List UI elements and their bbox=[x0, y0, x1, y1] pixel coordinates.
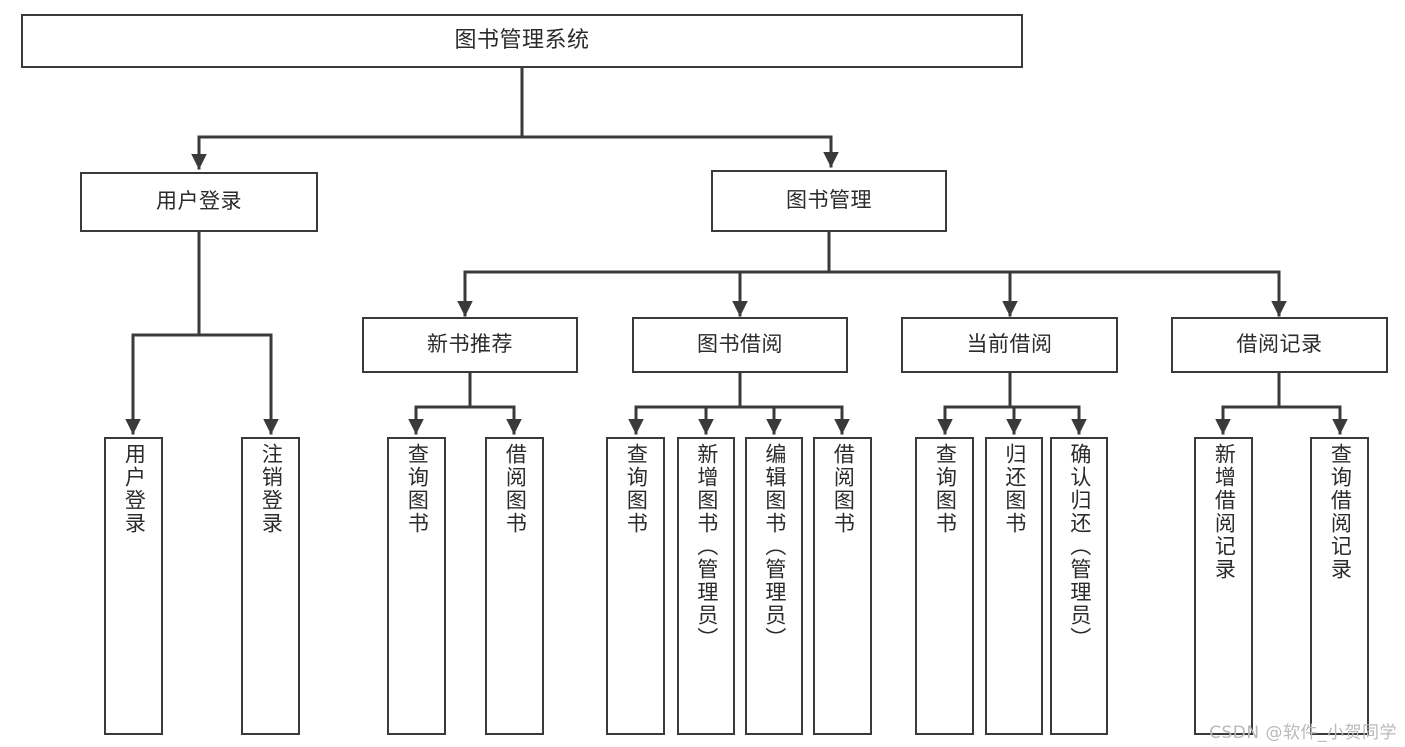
node-label: 图书借阅 bbox=[697, 332, 783, 357]
node-label: 图书管理系统 bbox=[454, 27, 590, 53]
node-leaf-currentborrow-return-book[interactable]: 归还图书 bbox=[985, 437, 1043, 735]
node-leaf-borrowrecord-query-record[interactable]: 查询借阅记录 bbox=[1310, 437, 1369, 735]
node-label: 图书管理 bbox=[786, 188, 872, 213]
node-label: 确认归还（管理员） bbox=[1067, 443, 1092, 650]
node-current-borrow[interactable]: 当前借阅 bbox=[901, 317, 1118, 373]
node-label: 当前借阅 bbox=[966, 332, 1053, 357]
node-label: 用户登录 bbox=[156, 189, 242, 214]
node-label: 查询图书 bbox=[933, 443, 958, 535]
node-leaf-user-login-logout[interactable]: 注销登录 bbox=[241, 437, 300, 735]
node-leaf-currentborrow-query-book[interactable]: 查询图书 bbox=[915, 437, 974, 735]
node-leaf-bookborrow-add-book-admin[interactable]: 新增图书（管理员） bbox=[677, 437, 735, 735]
node-root-book-management-system[interactable]: 图书管理系统 bbox=[21, 14, 1023, 68]
node-book-borrow[interactable]: 图书借阅 bbox=[632, 317, 848, 373]
node-label: 借阅记录 bbox=[1236, 332, 1323, 357]
node-new-book-recommend[interactable]: 新书推荐 bbox=[362, 317, 578, 373]
node-label: 用户登录 bbox=[122, 443, 147, 535]
node-label: 编辑图书（管理员） bbox=[762, 443, 787, 650]
node-leaf-bookborrow-borrow-book[interactable]: 借阅图书 bbox=[813, 437, 872, 735]
node-borrow-record[interactable]: 借阅记录 bbox=[1171, 317, 1388, 373]
node-label: 归还图书 bbox=[1002, 443, 1027, 535]
node-leaf-currentborrow-confirm-return-admin[interactable]: 确认归还（管理员） bbox=[1050, 437, 1108, 735]
node-book-management[interactable]: 图书管理 bbox=[711, 170, 947, 232]
node-label: 新增图书（管理员） bbox=[694, 443, 719, 650]
node-label: 新书推荐 bbox=[427, 332, 513, 357]
node-label: 查询图书 bbox=[624, 443, 649, 535]
node-label: 新增借阅记录 bbox=[1212, 443, 1237, 581]
node-leaf-user-login-login[interactable]: 用户登录 bbox=[104, 437, 163, 735]
node-label: 注销登录 bbox=[259, 443, 284, 535]
node-label: 借阅图书 bbox=[503, 443, 528, 535]
node-leaf-bookborrow-edit-book-admin[interactable]: 编辑图书（管理员） bbox=[745, 437, 803, 735]
node-label: 查询借阅记录 bbox=[1328, 443, 1353, 581]
node-user-login[interactable]: 用户登录 bbox=[80, 172, 318, 232]
node-leaf-newbook-borrow-book[interactable]: 借阅图书 bbox=[485, 437, 544, 735]
node-leaf-newbook-query-book[interactable]: 查询图书 bbox=[387, 437, 446, 735]
node-label: 查询图书 bbox=[405, 443, 430, 535]
node-leaf-borrowrecord-add-record[interactable]: 新增借阅记录 bbox=[1194, 437, 1253, 735]
node-leaf-bookborrow-query-book[interactable]: 查询图书 bbox=[606, 437, 665, 735]
node-label: 借阅图书 bbox=[831, 443, 856, 535]
